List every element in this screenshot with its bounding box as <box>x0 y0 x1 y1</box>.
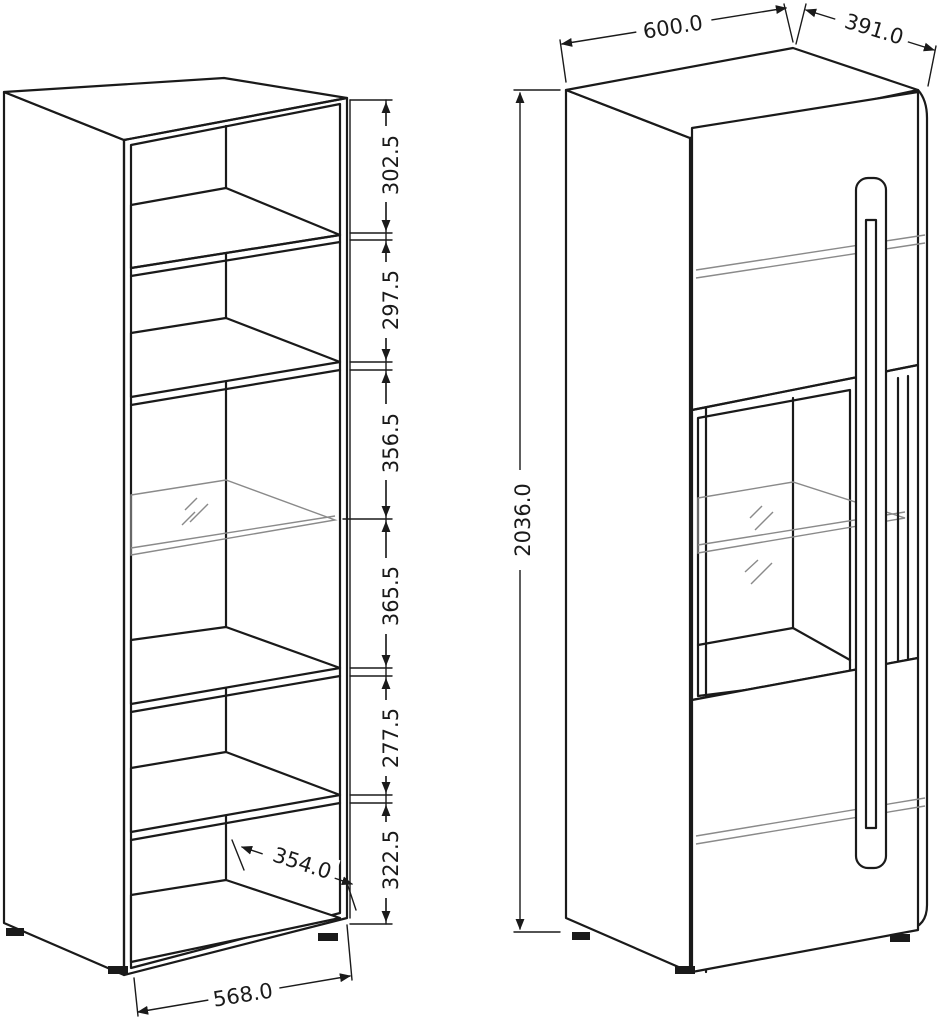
spacing-label-3: 356.5 <box>379 413 403 473</box>
shelf-spacing-dimensions: 302.5 297.5 356.5 365.5 277.5 322.5 <box>342 99 403 925</box>
width-label-open: 568.0 <box>211 979 274 1012</box>
open-cabinet-side-panel <box>2 90 126 977</box>
foot <box>108 966 128 974</box>
foot <box>6 928 24 936</box>
foot <box>318 933 338 941</box>
spacing-label-4: 365.5 <box>379 566 403 626</box>
foot <box>890 934 910 942</box>
spacing-label-2: 297.5 <box>379 270 403 330</box>
width-label-closed: 600.0 <box>641 11 704 44</box>
height-label: 2036.0 <box>511 483 535 556</box>
open-cabinet <box>2 76 351 977</box>
closed-cabinet-side-panel <box>564 88 692 974</box>
glass-shelf <box>130 479 338 556</box>
spacing-label-5: 277.5 <box>379 708 403 768</box>
spacing-label-1: 302.5 <box>379 135 403 195</box>
handle <box>854 176 888 870</box>
closed-cabinet <box>564 46 929 974</box>
shelf-4 <box>129 750 342 842</box>
open-cabinet-front-frame <box>122 96 349 977</box>
shelf-3 <box>129 625 342 714</box>
shelf-1 <box>129 186 342 278</box>
foot <box>675 966 695 974</box>
shelf-2 <box>129 316 342 407</box>
depth-label-closed: 391.0 <box>842 9 907 50</box>
height-dimension-closed: 2036.0 <box>508 89 561 933</box>
glass-door-inner <box>696 388 852 698</box>
bottom-panel <box>129 878 342 964</box>
foot <box>572 932 590 940</box>
handle-inner <box>864 218 878 830</box>
spacing-label-6: 322.5 <box>379 830 403 890</box>
width-dimension-open: 568.0 <box>133 924 353 1017</box>
